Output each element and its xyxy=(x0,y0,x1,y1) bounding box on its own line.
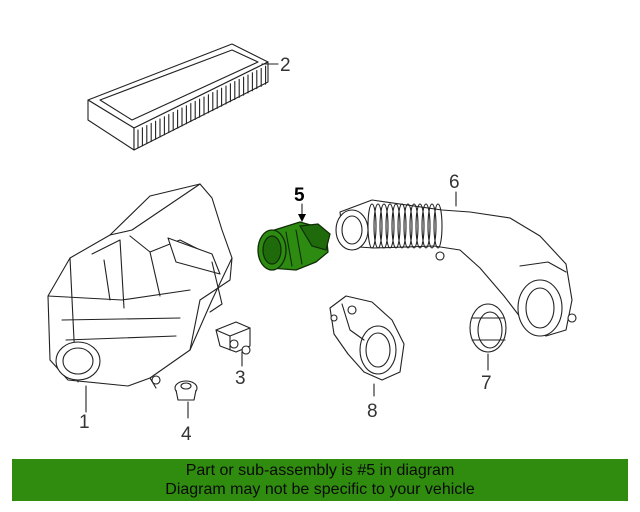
part-2-air-filter[interactable] xyxy=(87,43,269,151)
banner-line-2: Diagram may not be specific to your vehi… xyxy=(165,481,475,498)
hose-rib xyxy=(385,203,395,249)
part-1-air-cleaner-housing[interactable] xyxy=(47,183,233,389)
part-3-bracket[interactable] xyxy=(215,321,251,355)
callout-6[interactable]: 6 xyxy=(449,172,460,193)
part-5-mass-air-flow-sensor[interactable] xyxy=(257,221,331,271)
hose-rib xyxy=(403,203,413,249)
callout-1[interactable]: 1 xyxy=(79,412,90,433)
callout-8[interactable]: 8 xyxy=(367,401,378,422)
notice-banner: Part or sub-assembly is #5 in diagram Di… xyxy=(12,459,628,501)
callout-2[interactable]: 2 xyxy=(280,55,291,76)
hose-rib xyxy=(373,203,383,249)
part-6-intake-duct[interactable] xyxy=(335,199,577,337)
hose-rib xyxy=(379,203,389,249)
hose-rib xyxy=(397,203,407,249)
hose-rib xyxy=(427,203,437,249)
hose-rib xyxy=(433,203,443,249)
part-7-coupling[interactable] xyxy=(469,303,507,353)
hose-rib xyxy=(421,203,431,249)
callout-3[interactable]: 3 xyxy=(235,368,246,389)
parts-diagram: 2 1 5 xyxy=(47,43,577,445)
hose-rib xyxy=(367,203,377,249)
hose-rib xyxy=(409,203,419,249)
callout-4[interactable]: 4 xyxy=(181,424,192,445)
callout-7[interactable]: 7 xyxy=(481,373,492,394)
hose-rib xyxy=(391,203,401,249)
part-4-grommet[interactable] xyxy=(174,380,198,401)
part-8-throttle-body[interactable] xyxy=(329,295,405,381)
banner-line-1: Part or sub-assembly is #5 in diagram xyxy=(185,462,455,479)
callout-5[interactable]: 5 xyxy=(294,185,305,206)
hose-rib xyxy=(415,203,425,249)
